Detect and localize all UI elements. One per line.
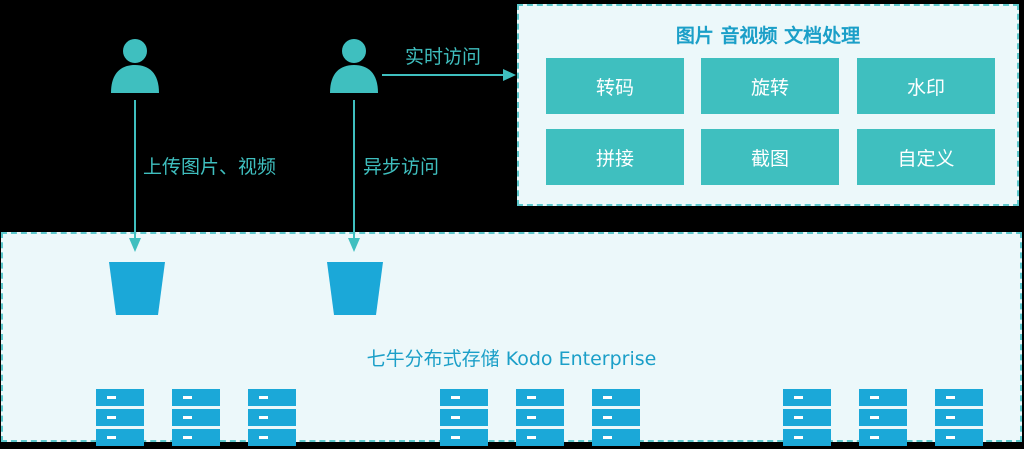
tile-screenshot: 截图 <box>701 129 839 185</box>
tile-transcode: 转码 <box>546 58 684 114</box>
tile-watermark: 水印 <box>857 58 995 114</box>
tile-rotate: 旋转 <box>701 58 839 114</box>
arrow-down-icon <box>129 238 141 252</box>
tile-stitch: 拼接 <box>546 129 684 185</box>
storage-title: 七牛分布式存储 Kodo Enterprise <box>366 348 657 370</box>
processing-panel: 图片 音视频 文档处理 转码 旋转 水印 拼接 截图 自定义 <box>517 4 1019 206</box>
processing-title: 图片 音视频 文档处理 <box>675 25 861 47</box>
bucket-icon <box>327 262 383 315</box>
tile-custom: 自定义 <box>857 129 995 185</box>
user-icon <box>330 39 378 93</box>
bucket-icon <box>109 262 165 315</box>
edge-label-async: 异步访问 <box>363 156 440 178</box>
arrow-down-icon <box>348 238 360 252</box>
edge-label-realtime: 实时访问 <box>405 46 482 68</box>
user-icon <box>111 39 159 93</box>
connectors <box>129 69 516 252</box>
edge-label-upload: 上传图片、视频 <box>143 156 277 178</box>
arrow-right-icon <box>503 69 516 81</box>
